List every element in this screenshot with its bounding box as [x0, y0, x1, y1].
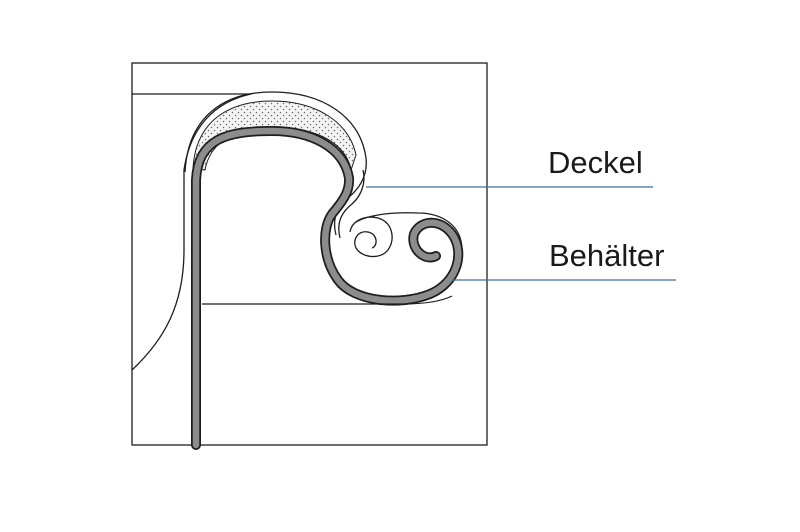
- container-wall-metal: [192, 127, 462, 449]
- diagram-frame: [131, 62, 488, 446]
- container-label: Behälter: [549, 238, 664, 273]
- seam-base-line: [202, 295, 453, 305]
- lid-inner-curl: [338, 169, 365, 239]
- lid-label: Deckel: [548, 145, 643, 180]
- lid-body-outline: [131, 93, 252, 371]
- container-wall: [191, 126, 464, 450]
- lid-hook-curl: [349, 216, 393, 258]
